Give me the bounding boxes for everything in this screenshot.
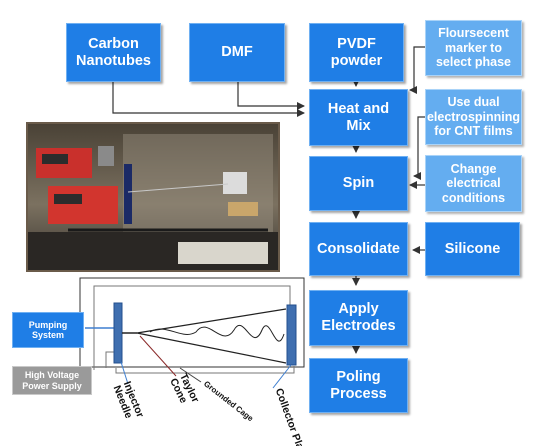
supply-to-collector-wire <box>115 366 295 374</box>
injector-needle <box>113 302 123 364</box>
dmf-connector <box>237 82 305 110</box>
consolidate-label: Consolidate <box>317 240 400 257</box>
fluorescent-marker-label: Floursecent marker to select phase <box>435 26 512 70</box>
consolidate-box: Consolidate <box>309 222 408 276</box>
apply-electrodes-box: Apply Electrodes <box>309 290 408 346</box>
fluorescent-marker-note: Floursecent marker to select phase <box>425 20 522 76</box>
silicone-label: Silicone <box>444 240 501 257</box>
cage-leader <box>179 367 202 383</box>
silicone-box: Silicone <box>425 222 520 276</box>
pvdf-powder-box: PVDF powder <box>309 23 404 82</box>
apply-electrodes-label: Apply Electrodes <box>321 301 396 334</box>
change-electrical-note: Change electrical conditions <box>425 155 522 212</box>
poling-process-box: Poling Process <box>309 358 408 413</box>
marker-note-connector <box>409 46 425 94</box>
pvdf-powder-label: PVDF powder <box>330 35 383 69</box>
carbon-nanotubes-connector <box>112 82 305 117</box>
injector-leader <box>120 361 129 385</box>
dmf-box: DMF <box>189 23 285 82</box>
taylor-leader <box>139 335 177 377</box>
whipping-jet <box>149 324 285 342</box>
high-voltage-label: High Voltage Power Supply <box>22 370 82 391</box>
carbon-nanotubes-label: Carbon Nanotubes <box>76 35 151 69</box>
collector-plate <box>286 304 297 366</box>
power-supply-wire <box>105 351 117 368</box>
collector-leader <box>272 364 292 389</box>
spin-label: Spin <box>342 175 375 192</box>
poling-process-label: Poling Process <box>330 368 387 402</box>
heat-and-mix-label: Heat and Mix <box>327 100 390 134</box>
pumping-system-box: Pumping System <box>12 312 84 348</box>
carbon-nanotubes-box: Carbon Nanotubes <box>66 23 161 82</box>
jet-cone <box>136 308 287 364</box>
heat-and-mix-box: Heat and Mix <box>309 89 408 146</box>
dual-note-connector <box>413 116 425 180</box>
spin-box: Spin <box>309 156 408 211</box>
electrospinning-apparatus-photo <box>26 122 280 272</box>
dmf-label: DMF <box>221 44 253 61</box>
dual-electrospinning-note: Use dual electrospinning for CNT films <box>425 89 522 145</box>
dual-electrospinning-label: Use dual electrospinning for CNT films <box>426 95 521 139</box>
pumping-system-label: Pumping System <box>28 319 68 340</box>
high-voltage-box: High Voltage Power Supply <box>12 366 92 395</box>
change-electrical-label: Change electrical conditions <box>441 161 506 205</box>
